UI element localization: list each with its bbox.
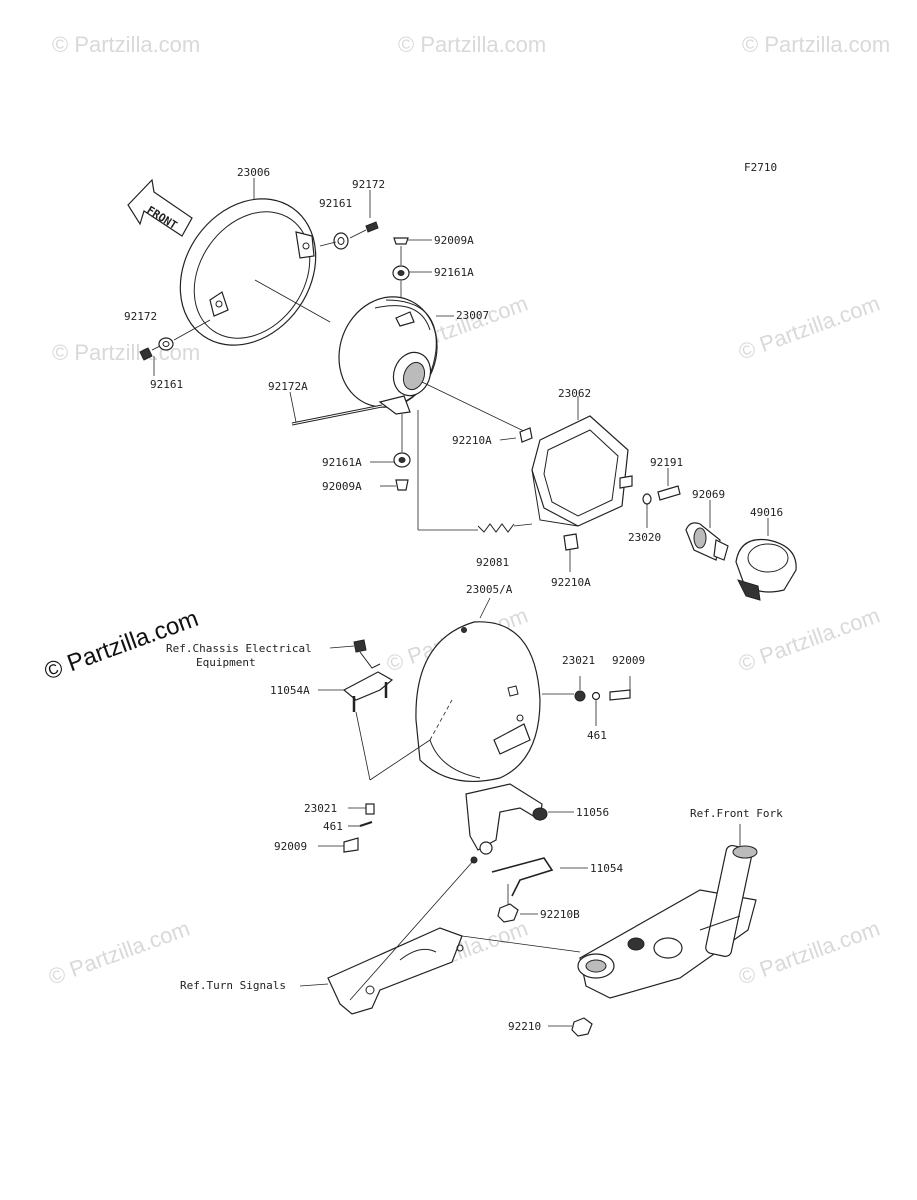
callout-23062: 23062 bbox=[558, 387, 591, 400]
watermark: © Partzilla.com bbox=[52, 32, 200, 57]
ref-chassis-equipment: Equipment bbox=[196, 656, 256, 669]
callout-92161-left: 92161 bbox=[150, 378, 183, 391]
callout-92210A-upper: 92210A bbox=[452, 434, 492, 447]
ref-front-fork: Ref.Front Fork bbox=[690, 807, 783, 820]
part-92009A-92161A-top bbox=[392, 237, 410, 302]
callout-23021-right: 23021 bbox=[562, 654, 595, 667]
callout-92161-top: 92161 bbox=[319, 197, 352, 210]
part-92210A-clip-upper bbox=[499, 437, 517, 441]
label-leaders bbox=[153, 178, 579, 463]
ref-chassis-electrical: Ref.Chassis Electrical bbox=[166, 642, 312, 655]
callout-11056: 11056 bbox=[576, 806, 609, 819]
callout-92210A-lower: 92210A bbox=[551, 576, 591, 589]
dashed-guide bbox=[429, 699, 453, 741]
watermark: © Partzilla.com bbox=[735, 916, 883, 990]
part-23021-461-92009-right bbox=[574, 676, 631, 726]
reference-labels: Ref.Chassis Electrical Equipment Ref.Fro… bbox=[166, 642, 783, 992]
part-92172A-bolt bbox=[291, 404, 383, 426]
part-49016-cover bbox=[735, 518, 797, 601]
part-23006-headlight-rim bbox=[179, 198, 331, 346]
callout-23006: 23006 bbox=[237, 166, 270, 179]
callout-461-left: 461 bbox=[323, 820, 343, 833]
callout-11054: 11054 bbox=[590, 862, 623, 875]
callout-11054A: 11054A bbox=[270, 684, 310, 697]
part-92210A-clip-lower bbox=[563, 533, 579, 572]
watermark: © Partzilla.com bbox=[735, 603, 883, 677]
part-92161-92172-left bbox=[139, 319, 211, 361]
callout-92009-right: 92009 bbox=[612, 654, 645, 667]
callout-23007: 23007 bbox=[456, 309, 489, 322]
front-fork-stem bbox=[577, 824, 758, 999]
callout-461-right: 461 bbox=[587, 729, 607, 742]
front-arrow-icon: FRONT bbox=[127, 178, 193, 237]
watermark: © Partzilla.com bbox=[398, 32, 546, 57]
callout-23020: 23020 bbox=[628, 531, 661, 544]
callout-92161A-low: 92161A bbox=[322, 456, 362, 469]
ref-turn-signals: Ref.Turn Signals bbox=[180, 979, 286, 992]
callout-labels: 23006 92172 92161 92009A 92161A 23007 92… bbox=[124, 166, 783, 1033]
watermark: © Partzilla.com bbox=[45, 916, 193, 990]
callout-92081: 92081 bbox=[476, 556, 509, 569]
part-23005A-headlight-shell bbox=[415, 597, 574, 783]
callout-92009A-low: 92009A bbox=[322, 480, 362, 493]
part-92081-spring bbox=[417, 410, 533, 533]
callout-92069: 92069 bbox=[692, 488, 725, 501]
callout-49016: 49016 bbox=[750, 506, 783, 519]
callout-92009A-top: 92009A bbox=[434, 234, 474, 247]
part-11054A-bracket bbox=[318, 639, 431, 781]
part-92161-92172-top bbox=[319, 221, 379, 250]
part-11054-wire bbox=[491, 857, 588, 897]
callout-23005A: 23005/A bbox=[466, 583, 513, 596]
callout-92172-top: 92172 bbox=[352, 178, 385, 191]
callout-92210: 92210 bbox=[508, 1020, 541, 1033]
watermark: © Partzilla.com bbox=[742, 32, 890, 57]
watermark: © Partzilla.com bbox=[735, 291, 883, 365]
callout-23021-left: 23021 bbox=[304, 802, 337, 815]
part-23021-461-92009-left bbox=[318, 803, 375, 853]
callout-92172A: 92172A bbox=[268, 380, 308, 393]
part-23062-headlight-unit bbox=[519, 415, 633, 527]
watermark: © Partzilla.com bbox=[52, 340, 200, 365]
part-92161A-92009A-low bbox=[380, 414, 411, 491]
callout-92191: 92191 bbox=[650, 456, 683, 469]
part-11056-bracket bbox=[465, 783, 574, 864]
callout-92009-left: 92009 bbox=[274, 840, 307, 853]
part-23007-headlight-housing bbox=[338, 296, 531, 435]
part-23020-92191 bbox=[642, 468, 681, 528]
callout-92210B: 92210B bbox=[540, 908, 580, 921]
diagram-code: F2710 bbox=[744, 161, 777, 174]
callout-92161A-top: 92161A bbox=[434, 266, 474, 279]
turn-signal-bracket bbox=[299, 859, 581, 1015]
part-92069-bulb bbox=[685, 500, 729, 561]
callout-92172-left: 92172 bbox=[124, 310, 157, 323]
part-92210-nut bbox=[548, 1017, 593, 1037]
part-92210B-nut bbox=[497, 884, 538, 923]
